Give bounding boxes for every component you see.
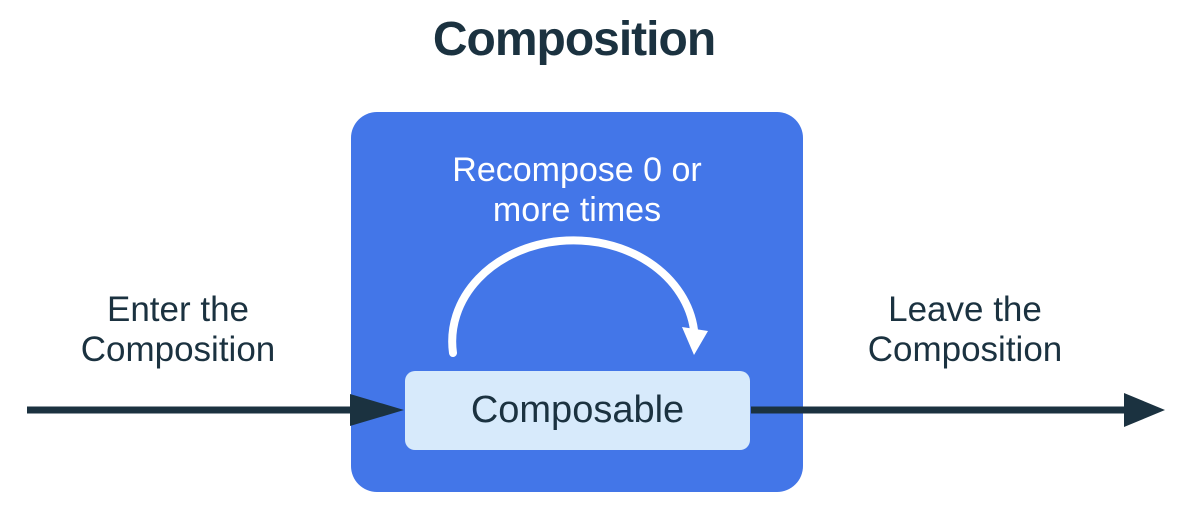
leave-label-line1: Leave the (888, 290, 1042, 329)
leave-arrow-icon (751, 393, 1165, 427)
diagram-title: Composition (432, 13, 716, 66)
enter-label: Enter the Composition (18, 290, 338, 370)
enter-arrow-icon (27, 394, 404, 426)
enter-label-line1: Enter the (106, 290, 250, 329)
enter-label-line2: Composition (80, 330, 276, 369)
composable-label: Composable (470, 389, 685, 431)
leave-label-line2: Composition (867, 330, 1063, 369)
composable-box: Composable (405, 371, 750, 450)
leave-label: Leave the Composition (805, 290, 1125, 370)
recompose-label-line2: more times (492, 191, 662, 229)
recompose-label: Recompose 0 or more times (351, 150, 803, 230)
recompose-label-line1: Recompose 0 or (452, 151, 702, 189)
